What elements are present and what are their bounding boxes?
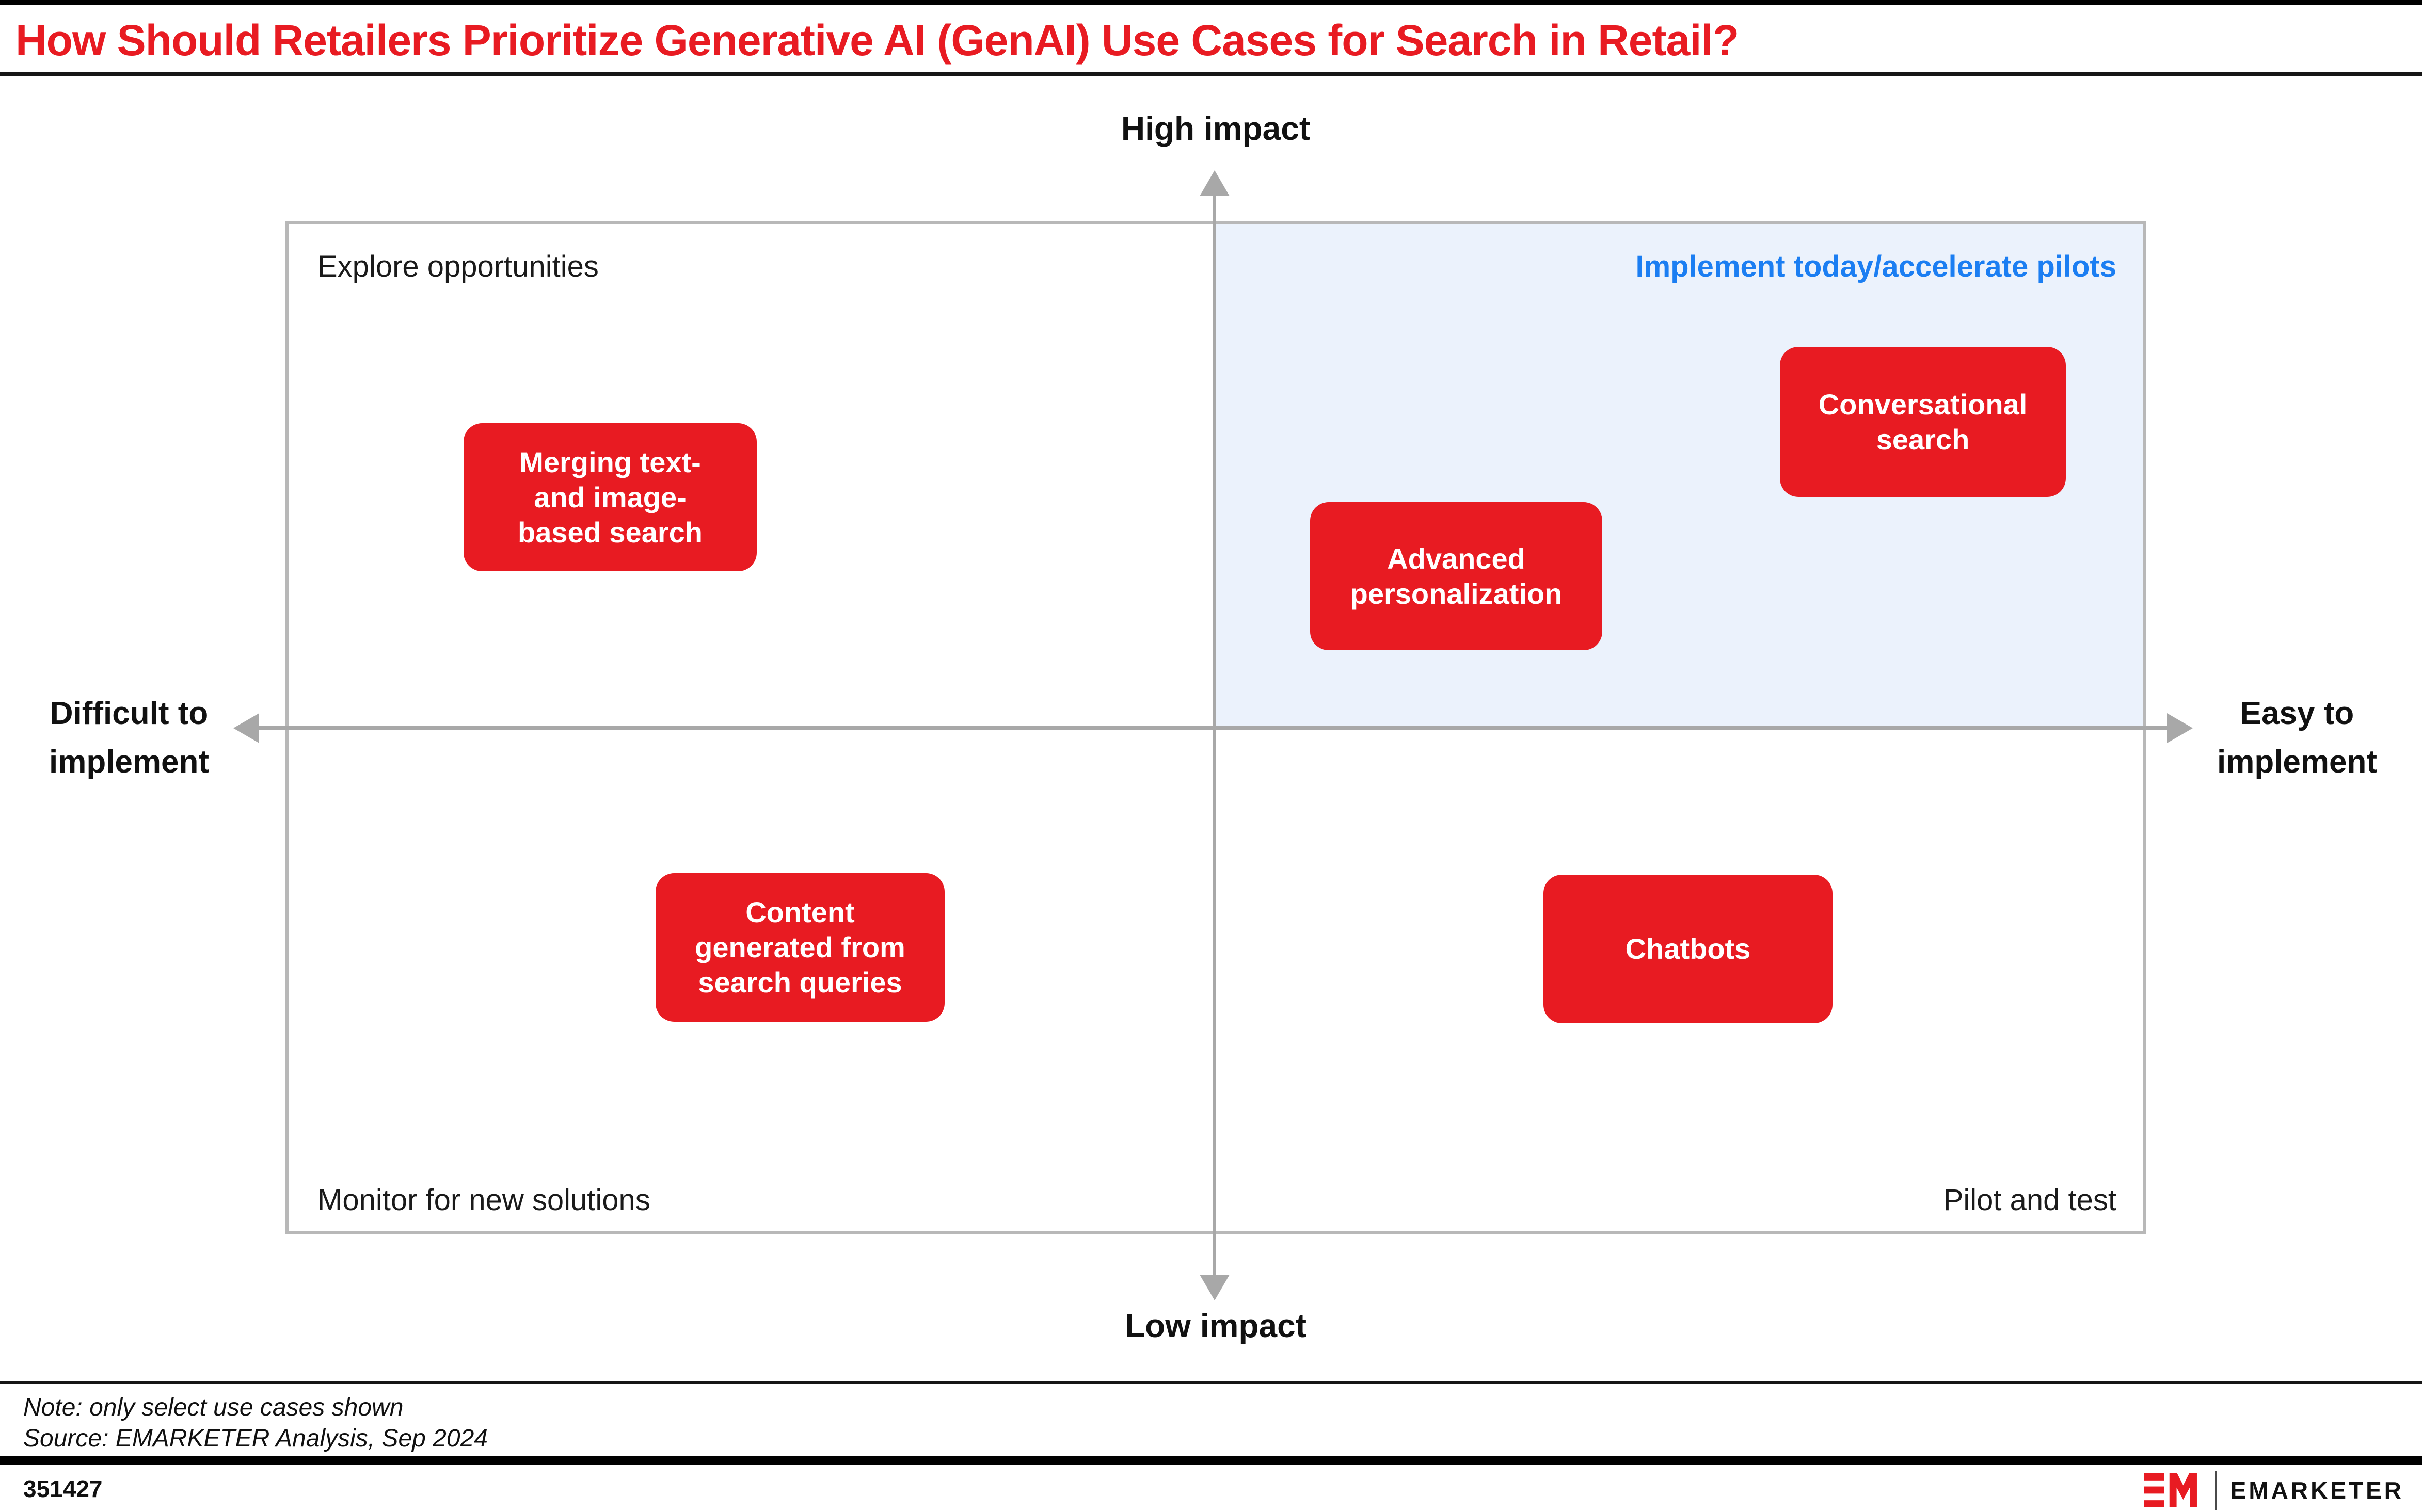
- use-case-label-line: search queries: [698, 966, 902, 999]
- use-case-chatbots: Chatbots: [1543, 875, 1833, 1023]
- axis-label-difficult-to-implement: Difficult to implement: [21, 689, 237, 786]
- use-case-merging-text-image-search: Merging text- and image- based search: [464, 423, 757, 571]
- use-case-content-generated-from-search-queries: Content generated from search queries: [656, 873, 945, 1022]
- source-text: Source: EMARKETER Analysis, Sep 2024: [23, 1425, 488, 1452]
- logo-divider: [2214, 1471, 2217, 1510]
- use-case-label-line: Content: [745, 896, 855, 928]
- quadrant-label-pilot-and-test: Pilot and test: [1943, 1183, 2116, 1217]
- quadrant-label-monitor-for-new-solutions: Monitor for new solutions: [317, 1183, 650, 1217]
- emarketer-logo: EMARKETER: [2142, 1471, 2404, 1510]
- use-case-label-line: Chatbots: [1625, 932, 1751, 965]
- em-monogram-icon: [2144, 1473, 2197, 1507]
- footer-divider: [0, 1381, 2422, 1384]
- vertical-axis-line: [1213, 185, 1216, 1281]
- use-case-advanced-personalization: Advanced personalization: [1310, 502, 1602, 650]
- arrow-left-icon: [233, 713, 259, 743]
- use-case-conversational-search: Conversational search: [1780, 347, 2066, 497]
- axis-label-line: Easy to: [2240, 696, 2354, 731]
- axis-label-high-impact: High impact: [1121, 110, 1311, 147]
- arrow-down-icon: [1200, 1275, 1230, 1300]
- chart-title: How Should Retailers Prioritize Generati…: [15, 16, 1739, 65]
- footer-black-bar: [0, 1456, 2422, 1465]
- arrow-right-icon: [2167, 713, 2193, 743]
- use-case-label-line: and image-: [534, 480, 687, 513]
- use-case-label-line: Advanced: [1387, 542, 1525, 575]
- axis-label-line: Difficult to: [50, 696, 209, 731]
- title-divider: [0, 72, 2422, 76]
- use-case-label-line: based search: [518, 516, 703, 549]
- quadrant-label-implement-today: Implement today/accelerate pilots: [1635, 250, 2116, 283]
- axis-label-easy-to-implement: Easy to implement: [2186, 689, 2408, 786]
- use-case-label-line: generated from: [695, 931, 905, 963]
- axis-label-line: implement: [49, 744, 210, 780]
- brand-wordmark: EMARKETER: [2230, 1477, 2404, 1504]
- axis-label-low-impact: Low impact: [1124, 1307, 1307, 1344]
- use-case-label-line: Conversational: [1818, 388, 2028, 421]
- quadrant-label-explore-opportunities: Explore opportunities: [317, 250, 599, 283]
- arrow-up-icon: [1200, 170, 1230, 196]
- use-case-label-line: Merging text-: [519, 445, 701, 478]
- horizontal-axis-line: [248, 726, 2180, 730]
- chart-id: 351427: [23, 1475, 103, 1502]
- use-case-label-line: search: [1876, 423, 1970, 456]
- use-case-label-line: personalization: [1350, 577, 1563, 610]
- top-edge-bar: [0, 0, 2422, 5]
- note-text: Note: only select use cases shown: [23, 1394, 404, 1421]
- axis-label-line: implement: [2217, 744, 2378, 780]
